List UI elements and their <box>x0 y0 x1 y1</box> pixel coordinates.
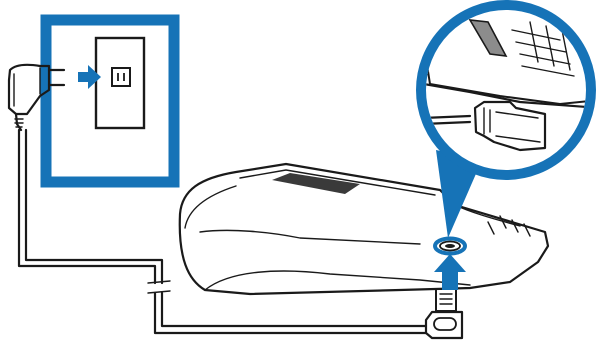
blue-up-arrow <box>434 254 466 290</box>
power-cable <box>17 128 428 335</box>
power-plug-icon <box>7 63 66 132</box>
magnified-usb-port <box>416 0 596 238</box>
wall-outlet-icon <box>94 36 146 130</box>
wall-outlet-callout <box>40 14 180 188</box>
blue-right-arrow <box>78 65 101 89</box>
payment-terminal-side-view <box>178 162 550 296</box>
usb-connector-icon <box>424 288 464 340</box>
terminal-screen <box>272 173 360 194</box>
